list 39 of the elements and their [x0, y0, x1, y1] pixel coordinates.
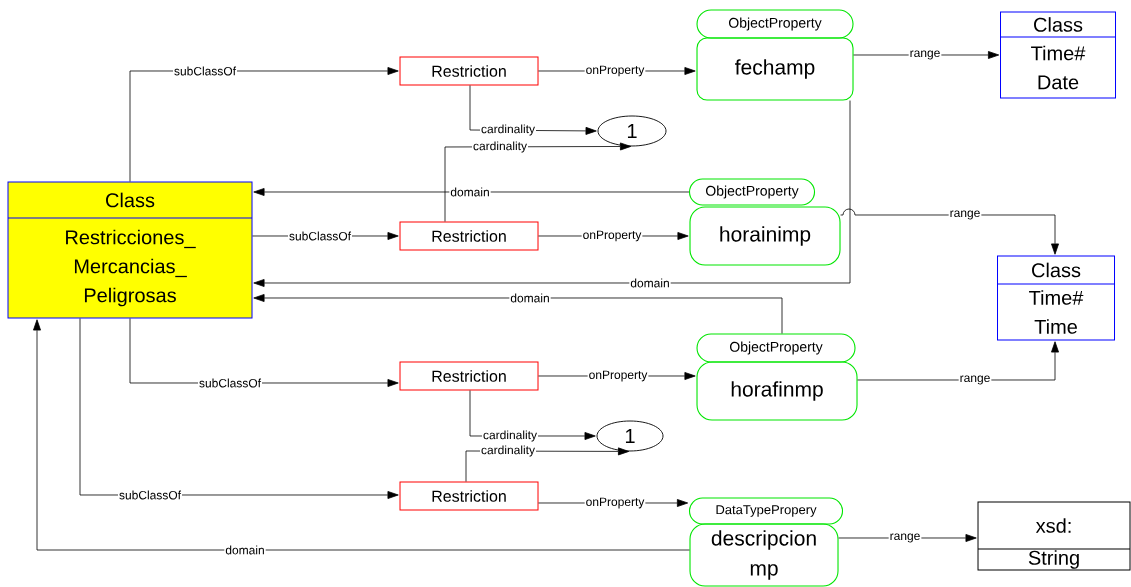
edge-label: cardinality: [480, 444, 536, 458]
edge-label: range: [948, 209, 982, 221]
arrow: [79, 318, 399, 499]
restriction-box: Restriction: [399, 361, 539, 391]
property-tag: DataTypePropery: [688, 497, 844, 525]
edge-label: range: [888, 532, 922, 544]
edge-label: subClassOf: [198, 377, 262, 389]
property-tag: ObjectProperty: [688, 178, 816, 206]
property-box: fechamp: [696, 37, 854, 101]
edge-label: domain: [629, 277, 671, 289]
arrow: [857, 341, 1059, 381]
edge-label: range: [908, 49, 942, 61]
edge-label: subClassOf: [288, 230, 352, 242]
edge-label: domain: [449, 186, 491, 198]
class-box: Class Restricciones_ Mercancias_ Peligrosas: [7, 181, 253, 319]
property-tag: ObjectProperty: [696, 9, 854, 39]
edge-label: range: [958, 374, 992, 386]
arrow: [253, 294, 783, 334]
class-box: Class Time# Time: [997, 255, 1115, 341]
arrow: [253, 188, 690, 196]
property-box: descripcion mp: [689, 523, 839, 587]
class-box: xsd: String: [977, 501, 1131, 571]
property-box: horainimp: [689, 206, 841, 266]
edge-label: subClassOf: [173, 65, 237, 77]
class-box: Class Time# Date: [1000, 11, 1116, 99]
arrow: [840, 208, 1059, 255]
property-box: horafinmp: [696, 361, 858, 421]
edge-label: domain: [509, 292, 551, 304]
restriction-box: Restriction: [399, 481, 539, 511]
edge-label: subClassOf: [118, 489, 182, 501]
edge-label: domain: [224, 544, 266, 556]
arrow: [253, 100, 851, 287]
property-tag: ObjectProperty: [696, 333, 856, 363]
edge-label: cardinality: [482, 429, 538, 443]
edge-label: cardinality: [472, 140, 528, 154]
arrow: [33, 319, 690, 551]
restriction-box: Restriction: [399, 56, 539, 86]
edge-label: cardinality: [480, 123, 536, 137]
restriction-box: Restriction: [399, 221, 539, 251]
